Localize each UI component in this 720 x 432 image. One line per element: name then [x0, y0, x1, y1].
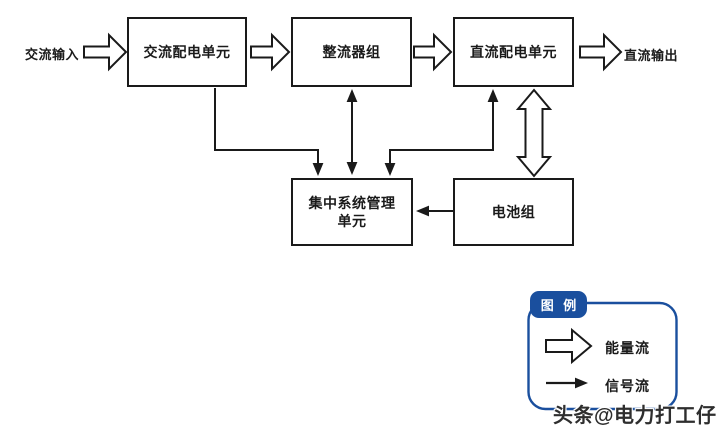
legend-title: 图 例: [540, 298, 580, 313]
node-label: 交流配电单元: [143, 43, 231, 60]
energy-arrow-dcdist-battery-bidirectional-icon: [515, 88, 553, 178]
energy-arrow-dc-output-icon: [579, 32, 623, 72]
dc-output-label: 直流输出: [624, 48, 679, 63]
arrowhead-left-icon: [416, 205, 429, 217]
node-central-management-unit: 集中系统管理 单元: [291, 178, 413, 246]
node-label: 直流配电单元: [470, 43, 557, 60]
legend-signal-flow-label: 信号流: [605, 378, 650, 394]
arrowhead-up-icon: [346, 89, 358, 102]
energy-arrow-rectifier-to-dcdist-icon: [413, 32, 453, 72]
legend-box: [527, 291, 678, 411]
arrowhead-down-icon: [384, 163, 396, 176]
node-dc-distribution-unit: 直流配电单元: [453, 17, 574, 87]
signal-line-dcdist-mgmt-bidirectional: [384, 89, 499, 176]
legend-energy-flow-label: 能量流: [605, 340, 650, 356]
signal-line-battery-to-mgmt: [416, 205, 453, 217]
ac-input-label: 交流输入: [25, 47, 80, 62]
signal-line-rectifier-mgmt-bidirectional: [346, 89, 358, 175]
energy-arrow-ac-input-icon: [83, 32, 128, 72]
node-rectifier-group: 整流器组: [291, 17, 412, 87]
node-label-line2: 单元: [337, 213, 367, 229]
watermark-text: 头条@电力打工仔: [553, 405, 717, 427]
node-battery-group: 电池组: [453, 178, 574, 246]
legend-signal-flow-icon: [546, 377, 588, 389]
arrowhead-up-icon: [487, 89, 499, 102]
legend-energy-flow-icon: [545, 327, 593, 365]
node-label-line1: 集中系统管理: [308, 194, 396, 211]
node-label: 电池组: [491, 203, 536, 220]
energy-arrow-acdist-to-rectifier-icon: [250, 32, 291, 72]
legend-border: [527, 301, 678, 411]
legend-title-tab: [530, 291, 587, 318]
signal-line-acdist-to-mgmt: [214, 88, 324, 176]
node-ac-distribution-unit: 交流配电单元: [127, 17, 247, 87]
arrowhead-down-icon: [346, 162, 358, 175]
node-label: 整流器组: [322, 43, 381, 60]
arrowhead-down-icon: [312, 163, 324, 176]
